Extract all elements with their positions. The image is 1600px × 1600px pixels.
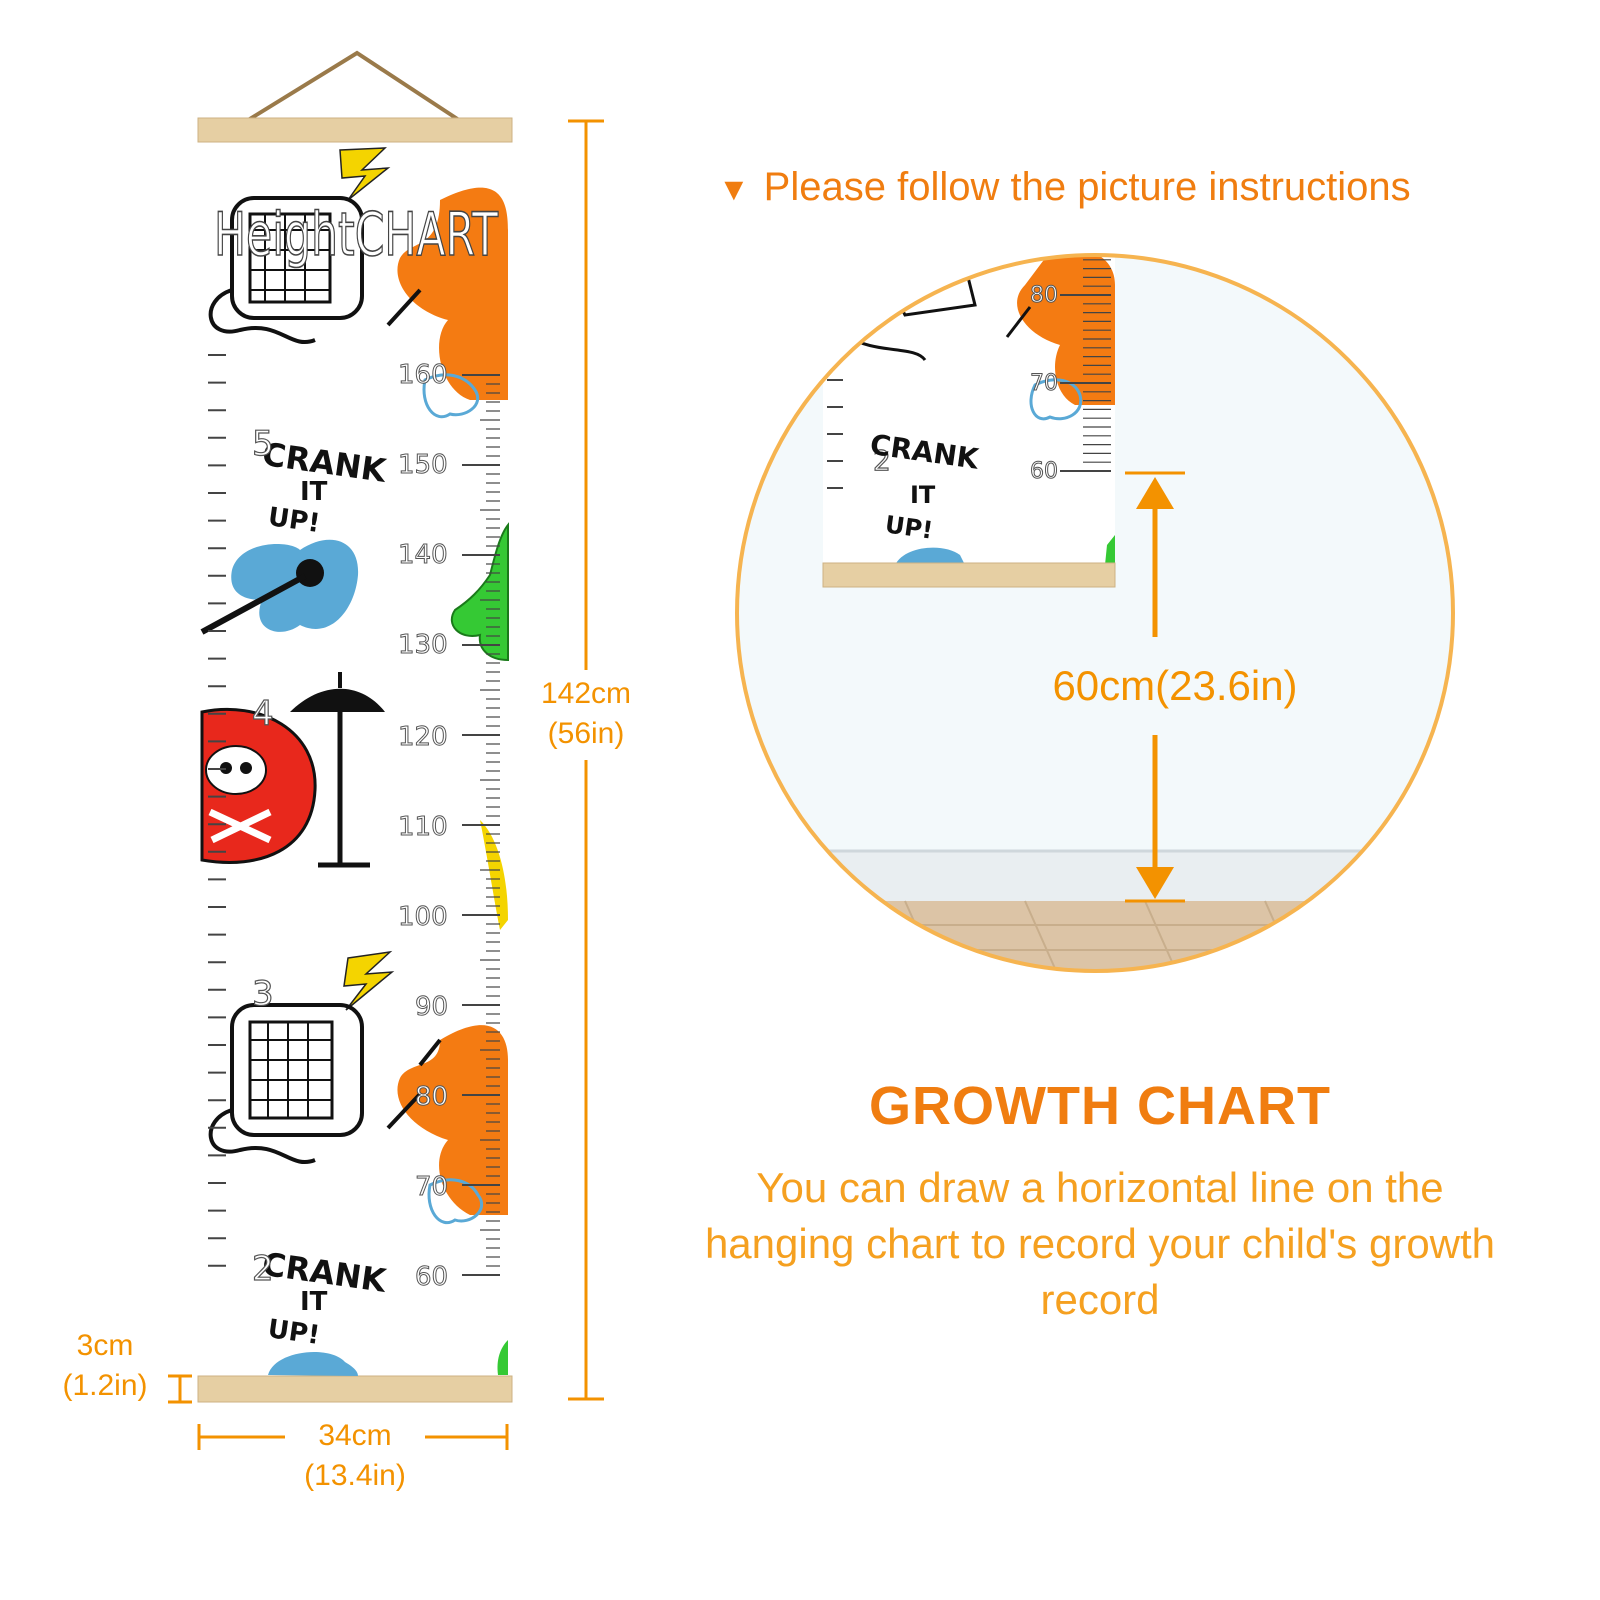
green-monster-icon <box>450 522 509 662</box>
cm-label: 160 <box>398 360 448 390</box>
width-cm-label: 34cm <box>318 1419 392 1452</box>
it-word: IT <box>300 1287 328 1317</box>
cm-label: 60 <box>415 1262 448 1292</box>
ft-label: 2 <box>252 1249 274 1289</box>
up-word: UP! <box>266 502 322 539</box>
cymbal-icon <box>290 672 385 868</box>
hanging-rope <box>243 50 464 124</box>
rod-dimension-line <box>168 1374 192 1404</box>
inset-cm-label: 70 <box>1030 371 1058 396</box>
usage-illustration: 80 70 60 2 CRANK IT UP! <box>735 253 1455 973</box>
orange-monster-icon <box>386 1025 508 1215</box>
cm-label: 130 <box>398 630 448 660</box>
height-chart-scroll: HeightCHART CRANK IT UP! CRANK IT UP! 16… <box>168 50 604 1450</box>
ft-label: 3 <box>252 974 274 1014</box>
cm-label: 140 <box>398 540 448 570</box>
inset-cm-label: 60 <box>1030 459 1058 484</box>
lightning-bolt-icon <box>343 950 395 1011</box>
up-word: UP! <box>883 510 934 544</box>
chart-title: HeightCHART <box>214 200 498 270</box>
width-in-label: (13.4in) <box>304 1459 406 1492</box>
ft-label: 5 <box>252 424 274 464</box>
blue-guitar-icon <box>200 539 359 635</box>
cm-label: 90 <box>415 992 448 1022</box>
orange-monster-icon <box>386 187 508 400</box>
cm-label: 110 <box>398 812 448 842</box>
rod-in-label: (1.2in) <box>62 1369 148 1402</box>
up-word: UP! <box>266 1314 322 1351</box>
mini-bottom-rod <box>822 562 1116 588</box>
skull-drum-icon <box>200 707 317 864</box>
width-dimension-line <box>197 1424 509 1450</box>
cm-label: 150 <box>398 450 448 480</box>
amplifier-icon <box>208 196 364 344</box>
top-wood-rod <box>197 117 513 143</box>
blue-guitar-icon <box>268 1352 358 1376</box>
instruction-heading: ▼ Please follow the picture instructions <box>718 165 1578 210</box>
growth-chart-title: GROWTH CHART <box>869 1076 1331 1136</box>
mini-hanging-chart: 80 70 60 2 CRANK IT UP! <box>822 255 1116 588</box>
rod-cm-label: 3cm <box>76 1329 134 1362</box>
amplifier-icon <box>208 1003 364 1164</box>
inch-ruler-ticks <box>208 354 226 1267</box>
growth-chart-description: You can draw a horizontal line on the ha… <box>704 1164 1496 1323</box>
measurement-arrow <box>1125 471 1185 903</box>
height-in-label: (56in) <box>547 717 625 750</box>
triangle-down-icon: ▼ <box>718 171 750 207</box>
inset-circle-border <box>735 253 1455 973</box>
green-monster-icon <box>497 1340 508 1375</box>
cm-label: 100 <box>398 902 448 932</box>
cm-label: 70 <box>415 1172 448 1202</box>
ft-label: 4 <box>252 694 274 734</box>
cm-ruler-ticks <box>462 374 500 1276</box>
it-word: IT <box>300 477 328 507</box>
bottom-wood-rod <box>197 1375 513 1403</box>
inset-ft-label: 2 <box>873 444 891 477</box>
cm-label: 80 <box>415 1082 448 1112</box>
lightning-bolt-icon <box>339 147 391 201</box>
instruction-text: Please follow the picture instructions <box>763 165 1411 209</box>
blue-guitar-icon <box>427 1178 484 1224</box>
height-dimension-line <box>568 119 604 1401</box>
inset-cm-label: 80 <box>1030 283 1058 308</box>
measurement-label: 60cm(23.6in) <box>1030 660 1320 712</box>
cm-label: 120 <box>398 722 448 752</box>
blue-guitar-icon <box>422 373 479 419</box>
it-word: IT <box>910 481 936 509</box>
yellow-shape-icon <box>480 820 508 930</box>
height-cm-label: 142cm <box>540 677 632 710</box>
